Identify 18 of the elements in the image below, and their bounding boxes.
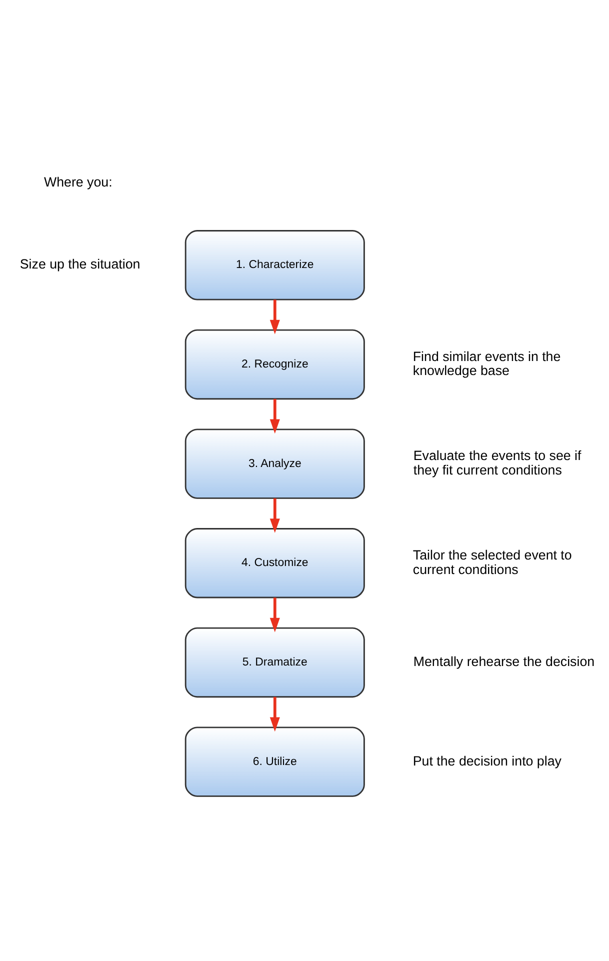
arrow [270, 398, 280, 434]
arrow [270, 597, 280, 632]
node-box: 1. Characterize [184, 230, 365, 300]
arrow [270, 498, 280, 532]
node-label: Put the decision into play [412, 752, 562, 768]
arrow [270, 696, 280, 732]
node-label: Size up the situation [20, 256, 140, 272]
node-box: 2. Recognize [184, 328, 365, 400]
label: Where you: [44, 174, 112, 190]
arrow [270, 299, 280, 334]
node-label: Evaluate the events to see if they fit current conditions [413, 448, 582, 478]
node-box: 3. Analyze [184, 428, 365, 498]
node-box: 4. Customize [184, 528, 365, 598]
node-label: Mentally rehearse the decision [413, 654, 595, 668]
node-box: 6. Utilize [184, 726, 365, 796]
node-box: 5. Dramatize [184, 626, 365, 698]
node-label: Tailor the selected event to current conditions [412, 547, 572, 576]
node-label: Find similar events in the knowledge base [412, 348, 561, 378]
